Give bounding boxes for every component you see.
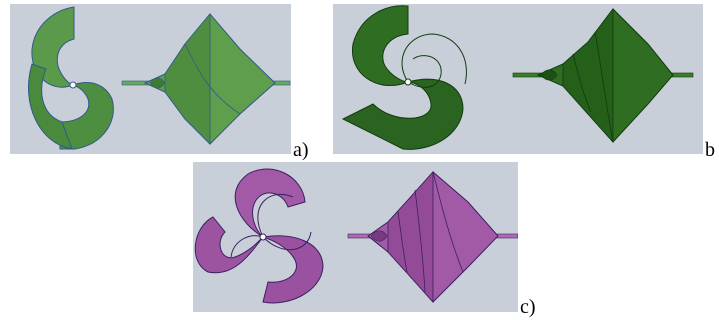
front-view-spiral [194, 168, 324, 304]
front-view-spiral [341, 5, 467, 150]
panel-b-drawing [341, 5, 694, 150]
side-view-cone [121, 12, 291, 145]
side-view-cone [347, 170, 518, 304]
panel-c-caption: c) [520, 296, 536, 318]
panel-b-double-blade [333, 4, 703, 154]
panel-c-drawing [194, 168, 518, 304]
panel-a-single-blade [10, 4, 291, 154]
panel-a-caption: a) [293, 139, 309, 161]
front-view-spiral [28, 6, 114, 150]
panel-c-triple-blade [193, 162, 518, 312]
side-view-cone [512, 7, 694, 144]
panel-b-caption: b [705, 139, 715, 161]
panel-a-drawing [28, 6, 291, 150]
